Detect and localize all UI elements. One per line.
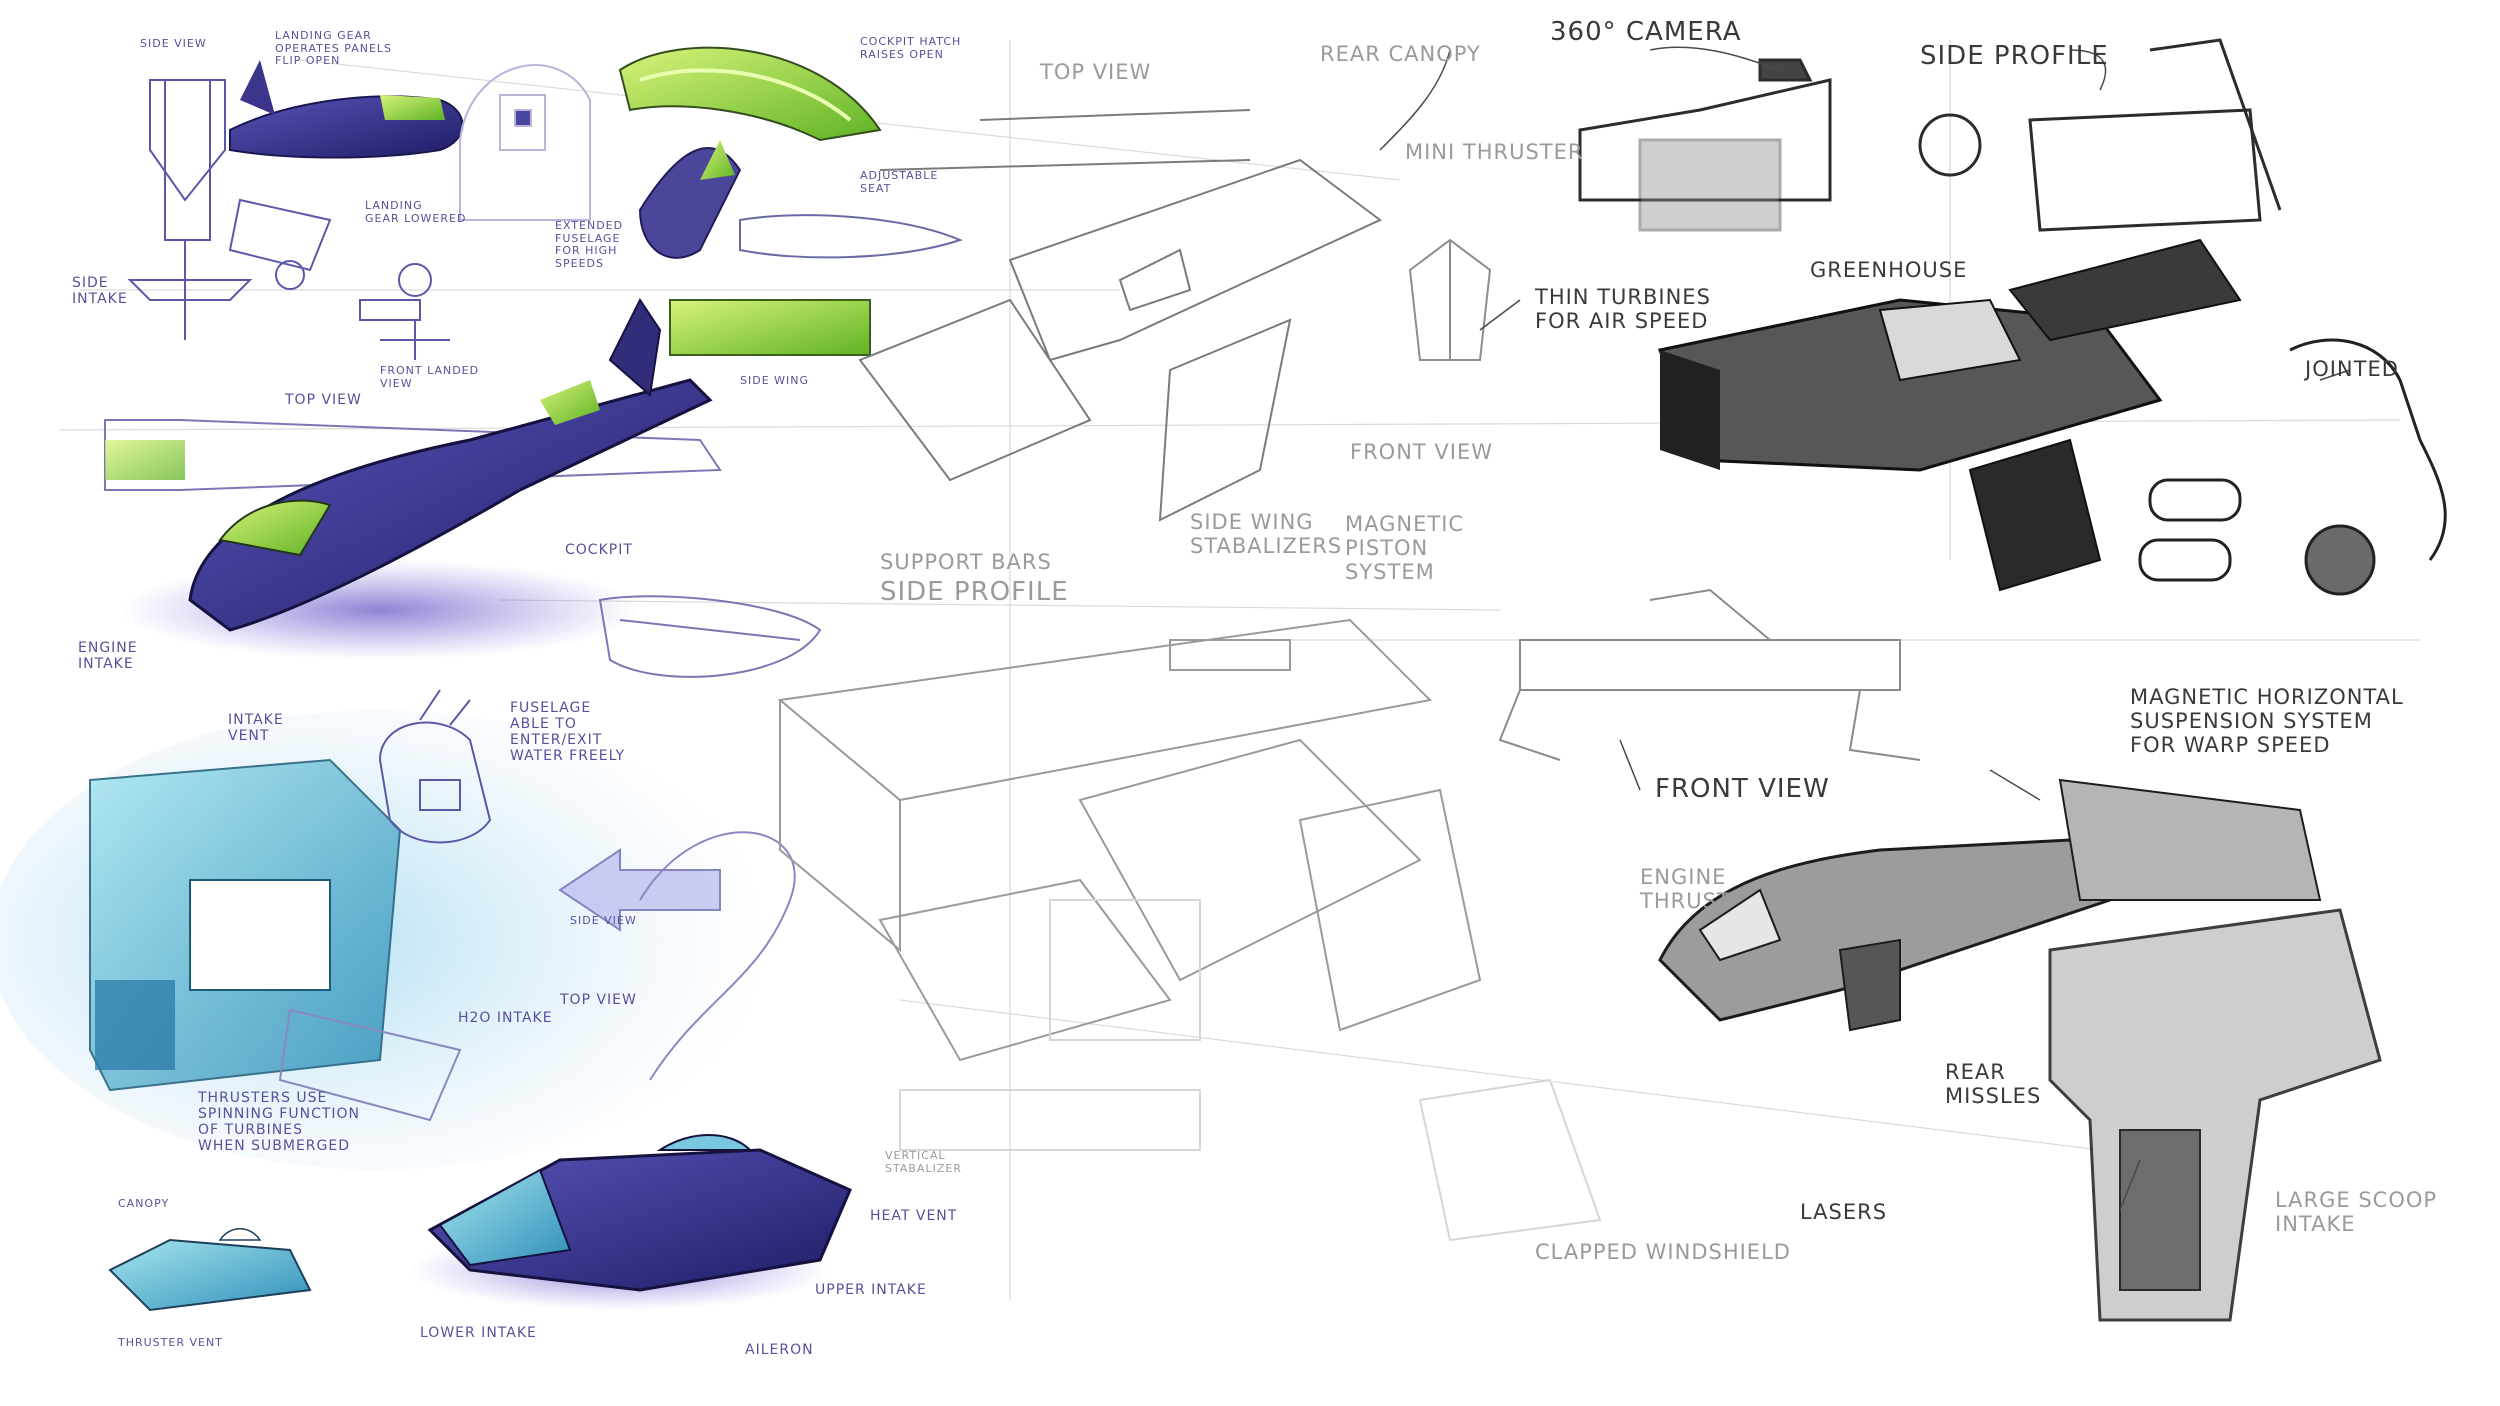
- label-side-profile-2: SIDE PROFILE: [1920, 41, 2109, 71]
- purple-pod-sketch: [378, 689, 492, 844]
- leader-lines: [1379, 46, 2351, 1211]
- label-top-view-2: TOP VIEW: [560, 992, 637, 1008]
- label-h2o-intake: H2O INTAKE: [458, 1010, 553, 1026]
- label-top-view-1: TOP VIEW: [285, 392, 362, 408]
- arch-frame-sketch: [459, 64, 591, 221]
- label-cockpit: COCKPIT: [565, 542, 633, 558]
- label-large-scoop: LARGE SCOOP INTAKE: [2275, 1188, 2438, 1237]
- label-top-view-faint: TOP VIEW: [1040, 60, 1152, 84]
- cyan-intake-block: [89, 758, 402, 1092]
- main-purple-jet: [120, 298, 713, 660]
- label-magnetic-piston: MAGNETIC PISTON SYSTEM: [1345, 512, 1465, 585]
- label-canopy: CANOPY: [118, 1197, 170, 1210]
- graphite-big-ship: [777, 618, 1482, 1062]
- hull-cutaway-sketch: [598, 595, 822, 678]
- purple-intake-sketches: [228, 198, 450, 360]
- label-heat-vent: HEAT VENT: [870, 1208, 958, 1224]
- label-rear-canopy: REAR CANOPY: [1320, 42, 1481, 66]
- label-side-view-2: SIDE VIEW: [570, 914, 637, 927]
- label-side-profile-1: SIDE PROFILE: [880, 577, 1069, 607]
- dark-lower-ship: [1658, 778, 2322, 1032]
- dark-jointed-arm: [2138, 338, 2447, 596]
- curved-ramp-sketch: [278, 831, 796, 1122]
- label-intake-vent: INTAKE VENT: [228, 712, 284, 745]
- label-aileron: AILERON: [745, 1342, 814, 1358]
- dark-tall-intake: [2048, 908, 2382, 1322]
- label-clapped-windshield: CLAPPED WINDSHIELD: [1535, 1240, 1791, 1264]
- label-extended-fuselage: EXTENDED FUSELAGE FOR HIGH SPEEDS: [555, 219, 624, 270]
- arrow-sketch: [558, 848, 721, 932]
- label-greenhouse: GREENHOUSE: [1810, 258, 1968, 282]
- label-front-view-2: FRONT VIEW: [1655, 774, 1830, 804]
- purple-side-view-sketch: [127, 79, 253, 340]
- dark-main-ship: [1657, 238, 2242, 592]
- label-lasers: LASERS: [1800, 1200, 1888, 1224]
- label-landing-gear-note: LANDING GEAR OPERATES PANELS FLIP OPEN: [275, 29, 393, 68]
- label-side-view-small: SIDE VIEW: [140, 37, 207, 50]
- label-landing-gear-lowered: LANDING GEAR LOWERED: [365, 199, 467, 225]
- label-front-view-1: FRONT VIEW: [1350, 440, 1494, 464]
- label-thruster-vent: THRUSTER VENT: [118, 1336, 223, 1349]
- label-rear-missles: REAR MISSLES: [1945, 1060, 2042, 1109]
- graphite-ship-top-center: [858, 109, 1382, 522]
- label-front-landed-view: FRONT LANDED VIEW: [380, 364, 480, 390]
- label-engine-intake: ENGINE INTAKE: [78, 640, 138, 673]
- purple-missile-vertical: [638, 140, 742, 259]
- label-side-intake: SIDE INTAKE: [72, 275, 128, 308]
- label-upper-intake: UPPER INTAKE: [815, 1282, 927, 1298]
- label-thin-turbines: THIN TURBINES FOR AIR SPEED: [1535, 285, 1711, 334]
- green-extended-fuselage: [669, 214, 963, 356]
- label-support-bars: SUPPORT BARS: [880, 550, 1052, 574]
- label-engine-thrust: ENGINE THRUST: [1640, 865, 1731, 914]
- label-side-wing: SIDE WING: [740, 374, 810, 387]
- graphite-faint-blocks: [899, 899, 1602, 1242]
- green-hover-ship: [410, 1134, 852, 1310]
- graphite-front-view-small: [1408, 238, 1492, 361]
- label-fuselage-note: FUSELAGE ABLE TO ENTER/EXIT WATER FREELY: [510, 700, 626, 765]
- label-jointed: JOINTED: [2305, 357, 2399, 381]
- green-canopy-sketch: [618, 46, 882, 142]
- label-lower-intake: LOWER INTAKE: [420, 1325, 537, 1341]
- dark-side-profile: [1578, 38, 2282, 232]
- small-cyan-ship: [108, 1228, 312, 1312]
- label-adjustable-seat: ADJUSTABLE SEAT: [860, 169, 939, 195]
- label-vertical-stabalizer: VERTICAL STABALIZER: [885, 1149, 962, 1175]
- graphite-front-view-large: [1498, 588, 1921, 761]
- label-side-wing-stabalizers: SIDE WING STABALIZERS: [1190, 510, 1343, 559]
- label-thrusters-note: THRUSTERS USE SPINNING FUNCTION OF TURBI…: [198, 1090, 361, 1155]
- label-mini-thruster: MINI THRUSTER: [1405, 140, 1584, 164]
- label-360-camera: 360° CAMERA: [1550, 17, 1742, 47]
- label-cockpit-hatch: COCKPIT HATCH RAISES OPEN: [860, 35, 962, 61]
- purple-jet-small: [229, 60, 464, 159]
- label-magnetic-horizontal: MAGNETIC HORIZONTAL SUSPENSION SYSTEM FO…: [2130, 685, 2404, 758]
- top-view-sketch: [104, 419, 722, 491]
